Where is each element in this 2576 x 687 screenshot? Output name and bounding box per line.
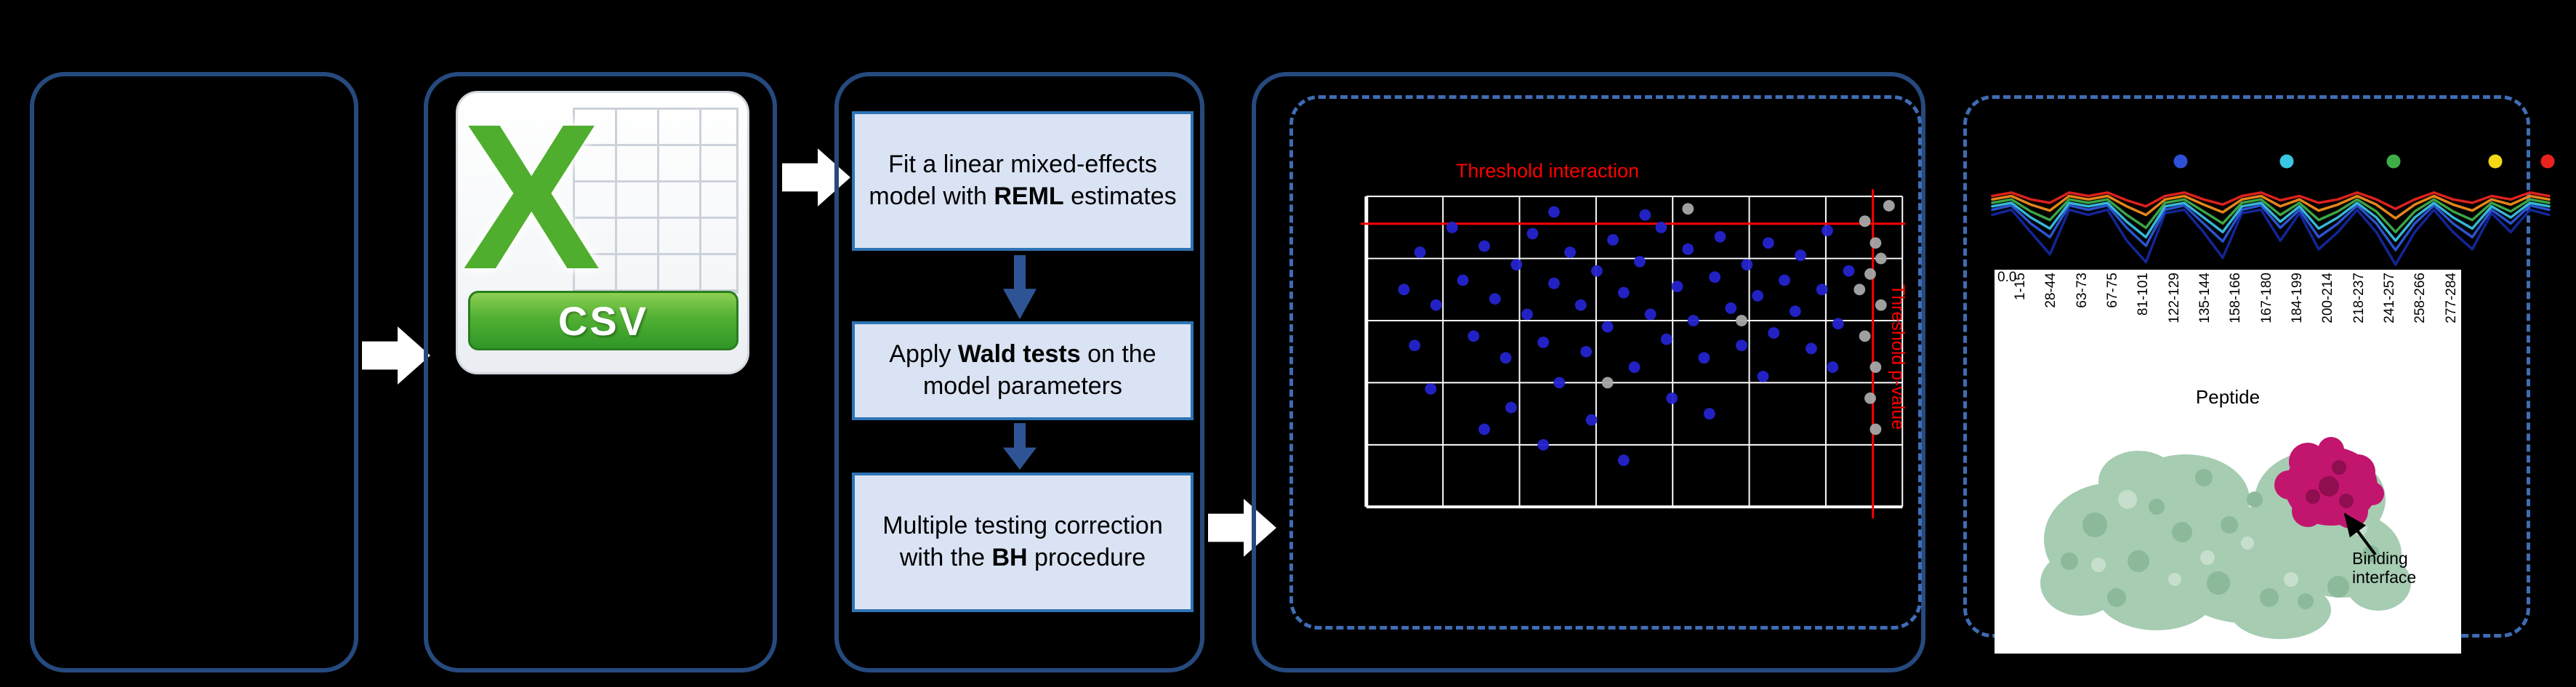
binding-interface-label: Binding interface bbox=[2352, 549, 2417, 587]
scatter-points-non-significant-peptides bbox=[1601, 200, 1895, 435]
step-text-post: on the model parameters bbox=[922, 340, 1156, 400]
peptide-tick: 218-237 bbox=[2351, 273, 2367, 324]
step-text-post: estimates bbox=[1063, 182, 1177, 210]
excel-x-logo: X bbox=[462, 81, 601, 313]
peptide-tick: 158-166 bbox=[2228, 273, 2244, 324]
csv-banner-label: CSV bbox=[558, 297, 649, 344]
peptide-tick: 1-15 bbox=[2013, 273, 2028, 301]
peptide-tick: 67-75 bbox=[2105, 273, 2121, 308]
peptide-tick: 28-44 bbox=[2043, 273, 2059, 308]
peptide-tick: 258-266 bbox=[2412, 273, 2428, 324]
threshold-pvalue-label: Threshold p-value bbox=[1888, 284, 1908, 430]
x-axis-title: Peptide bbox=[2195, 386, 2261, 408]
threshold-interaction-label: Threshold interaction bbox=[1455, 160, 1640, 182]
step-text-post: procedure bbox=[1027, 544, 1146, 571]
scatter-points-significant-peptides bbox=[1398, 206, 1855, 467]
uptake-lines bbox=[1991, 191, 2551, 266]
step-text: Multiple testing correction with the BH … bbox=[865, 510, 1180, 574]
panel-workflow: Fit a linear mixed-effects model with RE… bbox=[834, 72, 1204, 672]
step-text-bold: REML bbox=[994, 182, 1064, 210]
step-reml-model: Fit a linear mixed-effects model with RE… bbox=[852, 111, 1194, 251]
step-text-bold: Wald tests bbox=[957, 340, 1081, 369]
step-text-pre: Apply bbox=[889, 340, 958, 369]
step-text-pre: Fit a linear mixed-effects model with bbox=[869, 150, 1157, 210]
y-axis-tick: 0.0 bbox=[1997, 270, 2017, 285]
peptide-tick: 167-180 bbox=[2258, 273, 2274, 324]
volcano-dashed-frame: Threshold interaction Threshold p-value bbox=[1289, 95, 1922, 630]
results-image: 0.0 1-15 28-44 63-73 67-75 81-101 122-129 135-… bbox=[1995, 270, 2461, 654]
peptide-tick: 63-73 bbox=[2074, 273, 2090, 308]
csv-banner: CSV bbox=[468, 291, 738, 350]
peptide-tick: 81-101 bbox=[2136, 273, 2152, 316]
step-text: Fit a linear mixed-effects model with RE… bbox=[865, 149, 1180, 212]
flow-arrow-icon bbox=[362, 326, 430, 385]
peptide-tick: 135-144 bbox=[2197, 273, 2213, 324]
step-text-pre: Multiple testing correction with the bbox=[882, 512, 1163, 571]
down-arrow-icon bbox=[1002, 255, 1037, 319]
peptide-tick: 277-284 bbox=[2443, 273, 2459, 324]
protein-structure-image bbox=[2040, 437, 2411, 639]
volcano-plot bbox=[1360, 189, 1906, 519]
peptide-tick: 200-214 bbox=[2320, 273, 2336, 324]
down-arrow-icon bbox=[1002, 423, 1037, 470]
binding-site-surface bbox=[2274, 437, 2384, 529]
step-text-bold: BH bbox=[991, 544, 1028, 571]
csv-file-icon: X CSV bbox=[456, 81, 749, 374]
step-bh-correction: Multiple testing correction with the BH … bbox=[852, 473, 1194, 612]
step-text: Apply Wald tests on the model parameters bbox=[865, 339, 1180, 402]
panel-input bbox=[30, 72, 358, 672]
binding-interface-arrow bbox=[2343, 513, 2377, 556]
peptide-tick: 122-129 bbox=[2166, 273, 2182, 324]
panel-csv-input: X CSV bbox=[424, 72, 777, 672]
panel-volcano: Threshold interaction Threshold p-value bbox=[1252, 72, 1925, 672]
flow-arrow-icon bbox=[1208, 499, 1276, 557]
grid-lines bbox=[1364, 196, 1904, 509]
peptide-tick: 241-257 bbox=[2382, 273, 2398, 324]
peptide-tick-labels: 1-15 28-44 63-73 67-75 81-101 122-129 135-144 1… bbox=[2013, 273, 2459, 383]
flow-arrow-icon bbox=[782, 148, 850, 206]
peptide-tick: 184-199 bbox=[2290, 273, 2306, 324]
spreadsheet-grid bbox=[573, 108, 738, 294]
uptake-line-chart bbox=[1991, 154, 2555, 266]
condition-legend-dots bbox=[2173, 154, 2555, 169]
step-wald-tests: Apply Wald tests on the model parameters bbox=[852, 321, 1194, 420]
